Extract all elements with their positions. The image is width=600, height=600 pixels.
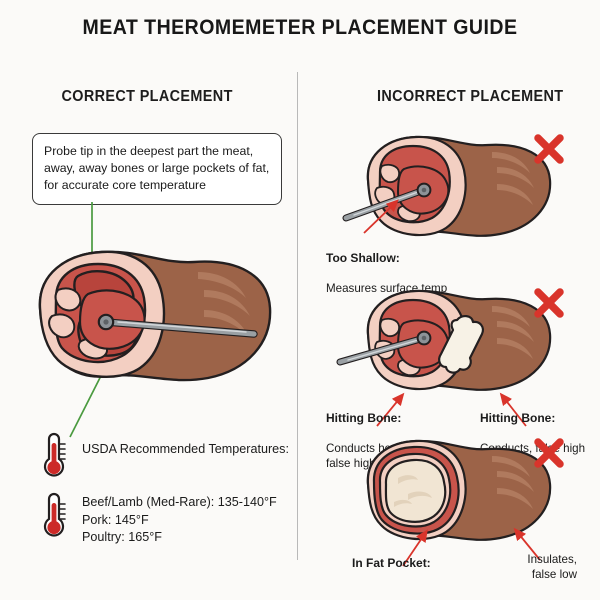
annotation-too-shallow-title: Too Shallow: (326, 251, 400, 265)
probe-correct (97, 313, 258, 338)
column-heading-correct: CORRECT PLACEMENT (61, 88, 233, 105)
steak-fat-pocket (366, 439, 552, 541)
probe-hitting-bone (336, 330, 432, 366)
legend-temperature-text: Beef/Lamb (Med-Rare): 135-140°F Pork: 14… (82, 495, 277, 544)
annotation-hitting-bone-right-title: Hitting Bone: (480, 411, 556, 425)
legend-temperature-list: Beef/Lamb (Med-Rare): 135-140°F Pork: 14… (38, 492, 277, 547)
column-divider (297, 72, 298, 560)
thermometer-icon (43, 432, 66, 477)
annotation-insulates-detail: Insulates, false low (527, 553, 577, 581)
error-mark-too-shallow (534, 134, 564, 164)
bone (438, 315, 484, 374)
annotation-hitting-bone-left-title: Hitting Bone: (326, 411, 402, 425)
annotation-in-fat-pocket-title: In Fat Pocket: (352, 556, 431, 570)
annotation-insulates: Insulates, false low (497, 537, 577, 582)
page-title: MEAT THEROMEMETER PLACEMENT GUIDE (82, 16, 518, 39)
steak-hitting-bone (336, 289, 552, 391)
legend-heading-text: USDA Recommended Temperatures: (82, 442, 289, 456)
steak-correct-placement (38, 250, 272, 382)
error-mark-hitting-bone (534, 288, 564, 318)
error-mark-fat-pocket (534, 438, 564, 468)
thermometer-icon (43, 492, 66, 537)
legend-usda-heading: USDA Recommended Temperatures: (38, 432, 289, 480)
fat-marbling (394, 475, 432, 507)
column-heading-incorrect: INCORRECT PLACEMENT (377, 88, 564, 105)
annotation-too-shallow: Too Shallow: Measures surface temp (326, 236, 447, 296)
annotation-in-fat-pocket: In Fat Pocket: (352, 541, 431, 571)
callout-box: Probe tip in the deepest part the meat, … (32, 133, 282, 205)
callout-text: Probe tip in the deepest part the meat, … (44, 144, 270, 192)
fat-pocket-core (384, 458, 447, 523)
crust-highlights (198, 272, 250, 336)
